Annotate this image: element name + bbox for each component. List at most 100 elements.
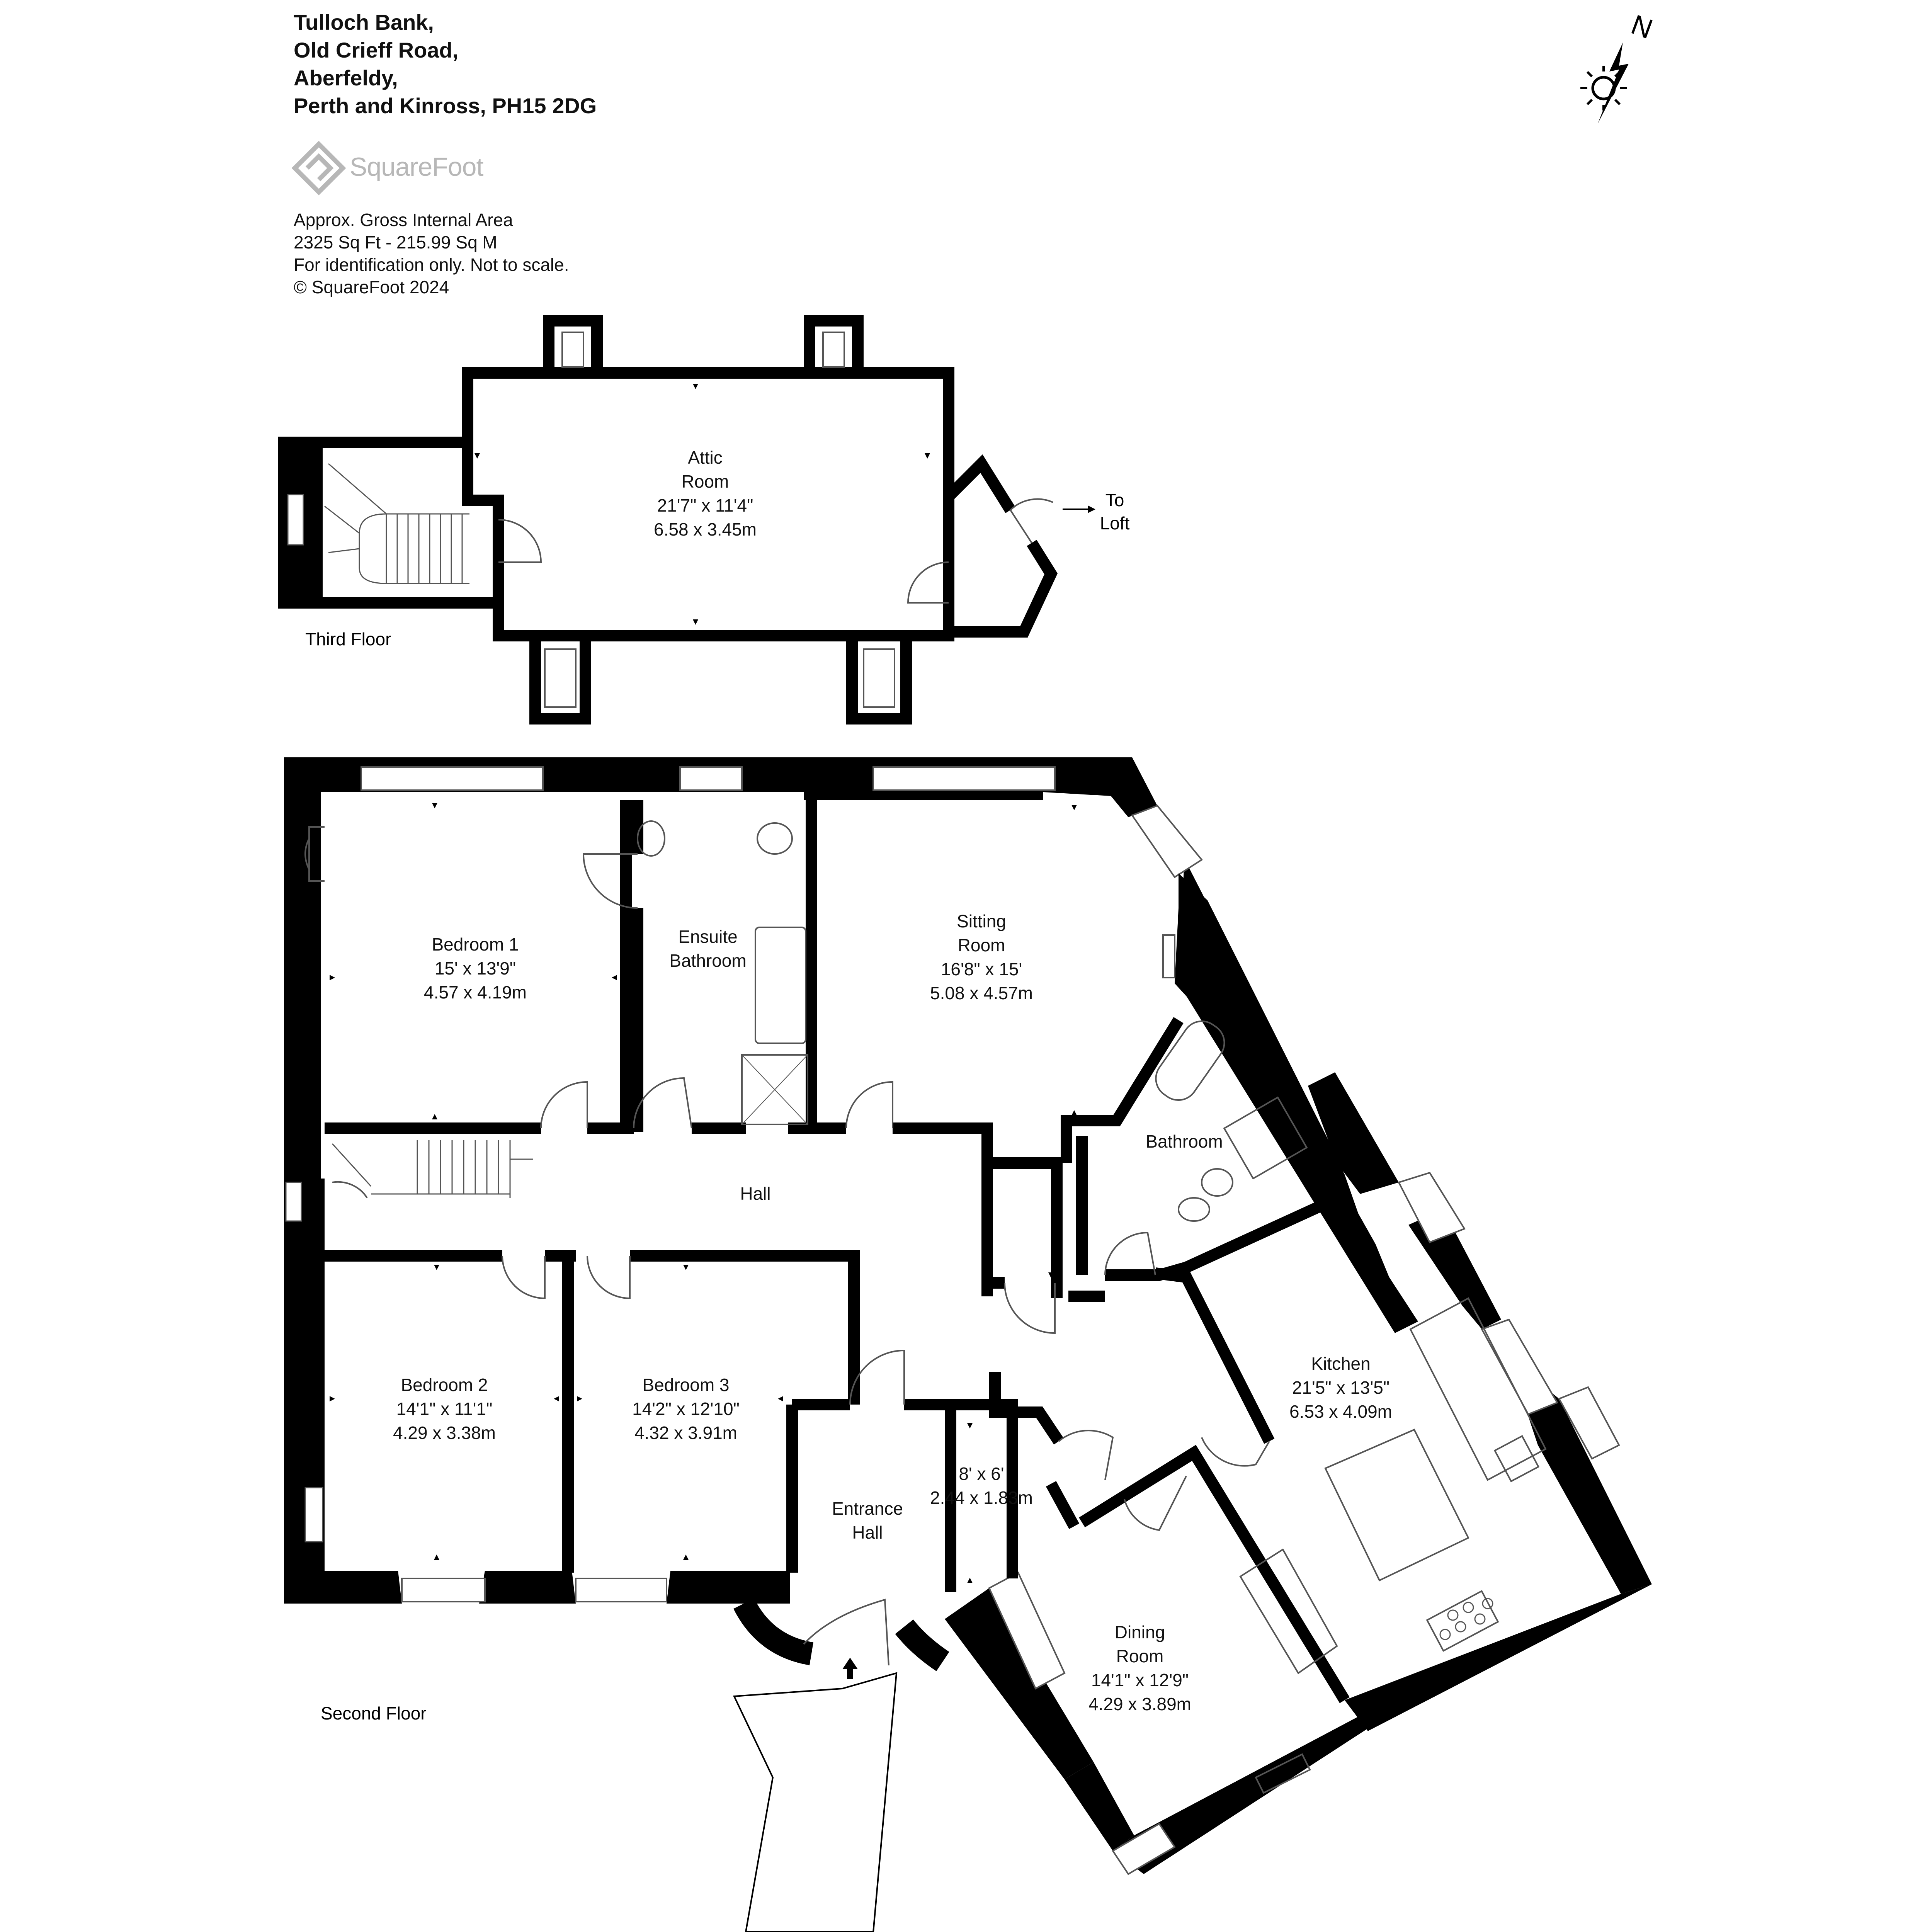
attic-main-wall (462, 367, 954, 641)
attic-dormer-1 (543, 315, 603, 373)
bathtub-icon (755, 927, 806, 1044)
area-info-line-2: 2325 Sq Ft - 215.99 Sq M (294, 232, 497, 252)
bedroom1-label: Bedroom 1 (432, 934, 519, 954)
sitting-east-thick (1175, 873, 1329, 1142)
sitting-metric: 5.08 x 4.57m (930, 983, 1033, 1003)
entrance-hall-door (849, 1349, 905, 1405)
ensuite-door (633, 1077, 692, 1129)
measure-tick (432, 803, 437, 808)
hob-ring-icon (1439, 1629, 1451, 1640)
entrance-path (733, 1672, 898, 1932)
bathroom-door (1104, 1231, 1156, 1276)
attic-label-2: Room (682, 471, 729, 492)
measure-tick (1071, 805, 1077, 810)
attic-staircase (324, 463, 469, 584)
dining-west-wall (945, 1588, 1094, 1779)
address-line-4: Perth and Kinross, PH15 2DG (294, 94, 597, 118)
attic-label-metric: 6.58 x 3.45m (654, 519, 757, 539)
third-floor-label: Third Floor (305, 629, 391, 649)
bathroom-basin-icon (1178, 1197, 1210, 1222)
bedroom3-door (587, 1255, 631, 1299)
entrance-curved-wall (733, 1598, 949, 1671)
kitchen-window-3 (1558, 1386, 1620, 1460)
measure-tick (434, 1265, 439, 1270)
entrance-arrow-icon (842, 1658, 858, 1679)
stair-winders (324, 463, 387, 553)
kitchen-door (1201, 1437, 1270, 1467)
squarefoot-logo-icon (291, 141, 346, 196)
dining-radiator-icon (1255, 1753, 1311, 1794)
ensuite-window (679, 766, 743, 791)
to-loft-label-1: To (1105, 490, 1124, 510)
hob-ring-icon (1474, 1613, 1486, 1625)
bedroom2-side-window (304, 1487, 323, 1543)
store-imperial: 8' x 6' (959, 1464, 1004, 1484)
measure-tick (925, 453, 930, 459)
attic-dormer-2 (804, 315, 864, 373)
compass: N (1580, 9, 1656, 124)
bedroom3-label: Bedroom 3 (642, 1375, 729, 1395)
bedroom3-window (575, 1578, 667, 1602)
ensuite-label-1: Ensuite (678, 927, 737, 947)
shower-diag-2 (742, 1054, 808, 1125)
bedroom3-metric: 4.32 x 3.91m (634, 1423, 737, 1443)
kitchen-imperial: 21'5" x 13'5" (1292, 1378, 1389, 1398)
store-metric: 2.44 x 1.83m (930, 1488, 1033, 1508)
kitchen-south-wall (1345, 1584, 1652, 1731)
area-info: Approx. Gross Internal Area 2325 Sq Ft -… (294, 209, 569, 298)
south-wall-1 (284, 1571, 402, 1604)
bedroom2-window (401, 1578, 486, 1602)
bedroom1-metric: 4.57 x 4.19m (424, 982, 527, 1002)
squarefoot-logo: SquareFoot (291, 141, 508, 199)
bathroom-label: Bathroom (1146, 1131, 1223, 1151)
bedroom1-door (540, 1081, 588, 1129)
measure-tick (693, 619, 698, 625)
bedroom1-imperial: 15' x 13'9" (435, 958, 516, 978)
bedroom3-imperial: 14'2" x 12'10" (632, 1399, 740, 1419)
kitchen-north-thick (1308, 1072, 1399, 1194)
sitting-window (872, 766, 1056, 791)
dining-label-2: Room (1116, 1646, 1164, 1666)
sitting-imperial: 16'8" x 15' (941, 959, 1022, 979)
bathroom-tub-icon (1155, 1020, 1225, 1101)
measure-tick (778, 1396, 783, 1401)
stair-cupboard-door (332, 1181, 368, 1199)
attic-dormer-3 (529, 636, 591, 724)
bathroom-south-wall (1105, 1200, 1324, 1281)
entrance-label-2: Hall (852, 1522, 883, 1543)
bedroom2-imperial: 14'1" x 11'1" (396, 1399, 493, 1419)
hob-ring-icon (1463, 1602, 1474, 1613)
kitchen-counter-icon (1409, 1297, 1547, 1481)
address-line-3: Aberfeldy, (294, 66, 398, 90)
entrance-label-1: Entrance (832, 1498, 903, 1519)
bathroom-north-wall (1095, 1017, 1184, 1126)
dining-door (1124, 1476, 1187, 1531)
address-line-1: Tulloch Bank, (294, 10, 434, 34)
sitting-fireplace (1162, 934, 1175, 978)
attic-label-imperial: 21'7" x 11'4" (657, 495, 753, 515)
hob-ring-icon (1482, 1598, 1493, 1609)
measure-tick (612, 975, 617, 980)
dormer-window-2 (822, 332, 845, 368)
store-door-wall (1046, 1481, 1080, 1529)
to-loft-arrowhead-icon (1088, 505, 1095, 513)
squarefoot-logo-text: SquareFoot (350, 152, 483, 182)
stair-outline (332, 1140, 533, 1198)
dining-north-wall (1079, 1445, 1350, 1703)
bedroom1-fireplace (304, 826, 325, 882)
stair-outline (359, 513, 469, 584)
to-loft-label-2: Loft (1100, 513, 1130, 533)
measure-tick (330, 1396, 335, 1401)
loft-door (1010, 498, 1053, 544)
dining-south-wall (1113, 1716, 1370, 1874)
sitting-label-1: Sitting (957, 911, 1006, 931)
dining-metric: 4.29 x 3.89m (1088, 1694, 1191, 1714)
south-wall-3 (667, 1571, 790, 1604)
store-door (1058, 1430, 1114, 1480)
dormer-window-1 (561, 332, 584, 368)
measure-tick (330, 975, 335, 980)
dormer-window-3 (544, 648, 577, 708)
hall-north-wall (325, 1122, 1063, 1298)
